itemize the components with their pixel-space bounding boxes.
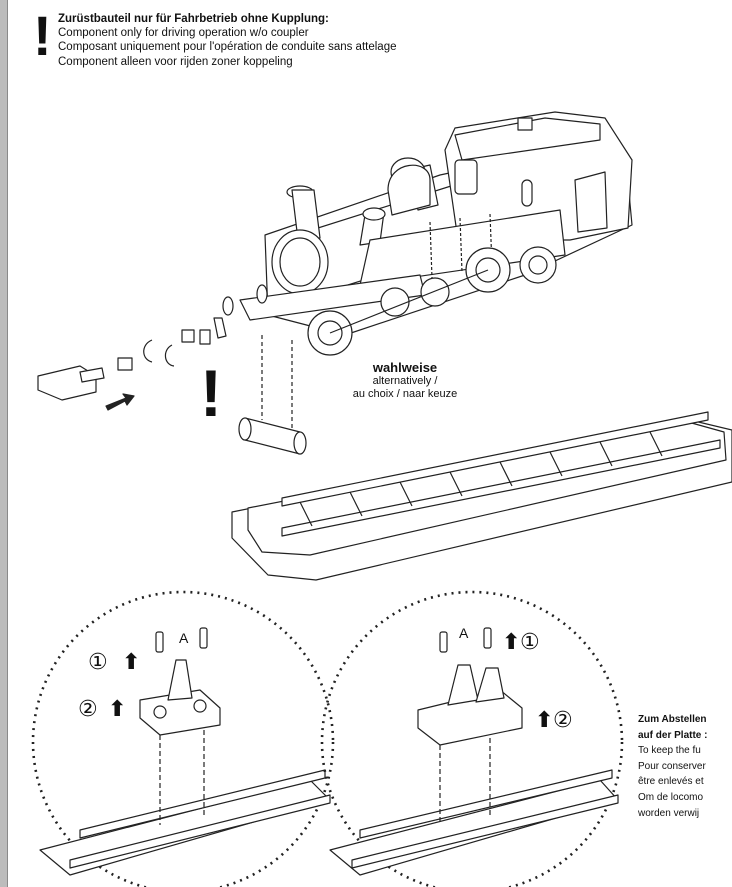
callout-line-4: Om de locomo <box>638 791 704 803</box>
display-instructions: Zum Abstellen auf der Platte : To keep t… <box>638 712 732 821</box>
alternative-line-2: au choix / naar keuze <box>352 388 458 400</box>
right-label-a: A <box>459 625 469 641</box>
page-edge-line <box>7 0 8 887</box>
alternative-label: wahlweise alternatively / au choix / naa… <box>340 360 470 401</box>
callout-line-2: Pour conserver <box>638 760 706 772</box>
left-step-1-marker: ① <box>88 649 108 674</box>
note-line-fr: Composant uniquement pour l'opération de… <box>58 41 397 54</box>
left-step-2-marker: ② <box>78 696 98 721</box>
right-step-1-arrow-icon: ⬆ <box>502 629 521 654</box>
alternative-line-1: alternatively / <box>372 375 438 387</box>
warning-exclamation-icon-2: ! <box>200 356 222 430</box>
page-edge-band <box>0 0 7 887</box>
detail-circle-left <box>31 590 335 887</box>
callout-bold-1: Zum Abstellen <box>638 714 707 725</box>
callout-bold-2: auf der Platte : <box>638 729 708 741</box>
right-step-1-marker: ① <box>520 629 540 654</box>
callout-line-1: To keep the fu <box>638 745 701 757</box>
left-step-1-arrow-icon: ⬆ <box>122 649 141 674</box>
display-track-illustration <box>231 411 732 581</box>
coupler-parts-illustration <box>37 317 227 411</box>
callout-line-5: worden verwij <box>638 807 700 819</box>
note-line-en: Component only for driving operation w/o… <box>58 27 309 40</box>
note-line-nl: Component alleen voor rijden zoner koppe… <box>58 55 293 68</box>
alternative-title: wahlweise <box>372 360 438 375</box>
left-label-a: A <box>179 630 189 646</box>
left-step-2-arrow-icon: ⬆ <box>108 696 127 721</box>
detail-circle-right <box>320 590 624 887</box>
brake-pin-illustration <box>238 335 307 455</box>
callout-line-3: être enlevés et <box>638 776 704 788</box>
coupler-note: Zurüstbauteil nur für Fahrbetrieb ohne K… <box>58 12 538 69</box>
locomotive-illustration <box>222 111 633 356</box>
right-step-2-arrow-icon: ⬆ <box>535 707 554 732</box>
right-step-2-marker: ② <box>553 707 573 732</box>
warning-exclamation-icon: ! <box>33 4 52 67</box>
note-title: Zurüstbauteil nur für Fahrbetrieb ohne K… <box>58 13 329 25</box>
